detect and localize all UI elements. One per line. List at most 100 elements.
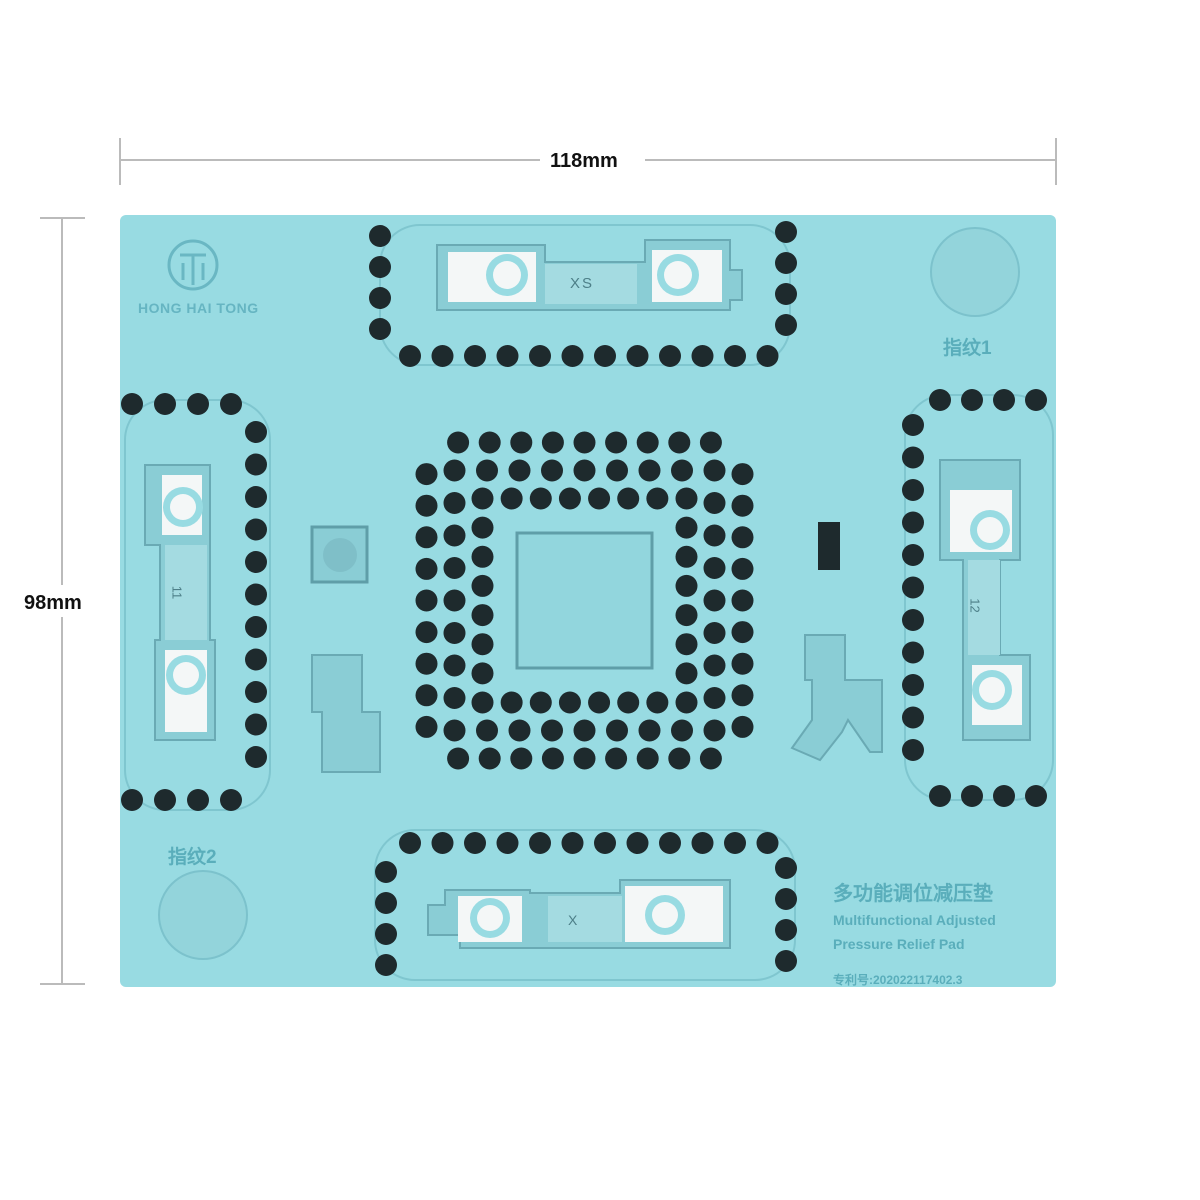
pressure-hole: [573, 719, 596, 742]
pressure-hole: [471, 604, 494, 627]
pressure-hole: [703, 459, 726, 482]
pressure-hole: [605, 431, 628, 454]
pressure-hole: [476, 719, 498, 742]
pressure-hole: [375, 861, 397, 883]
pressure-hole: [529, 345, 551, 367]
pressure-hole: [731, 494, 754, 517]
pressure-hole: [1025, 785, 1047, 807]
pressure-hole: [703, 687, 726, 709]
pressure-hole: [541, 719, 563, 742]
pressure-hole: [606, 459, 628, 482]
x-slot: [427, 879, 731, 949]
pressure-hole: [775, 221, 797, 243]
pressure-hole: [375, 892, 397, 914]
pressure-hole: [154, 789, 176, 811]
pressure-hole: [443, 492, 466, 514]
pressure-hole: [703, 524, 726, 547]
fingerprint-2-label: 指纹2: [168, 847, 217, 868]
l-shaped-recess: [311, 654, 381, 773]
pressure-hole-grid: [121, 221, 1047, 976]
pressure-hole: [671, 459, 693, 482]
pressure-hole: [500, 691, 523, 714]
pressure-hole: [415, 684, 438, 707]
pressure-hole: [415, 494, 438, 517]
pressure-hole: [558, 691, 581, 714]
height-dimension-label: 98mm: [24, 590, 82, 617]
pressure-hole: [220, 789, 242, 811]
pressure-hole: [775, 252, 797, 274]
pressure-hole: [775, 314, 797, 336]
pressure-hole: [431, 832, 454, 854]
pressure-hole: [375, 923, 397, 945]
pressure-hole: [375, 954, 397, 976]
hong-hai-tong-logo-icon: [167, 239, 219, 291]
width-dimension-label: 118mm: [546, 150, 622, 173]
pressure-hole: [443, 589, 466, 612]
brand-name: HONG HAI TONG: [138, 300, 259, 316]
pressure-hole: [675, 633, 698, 656]
pressure-hole: [415, 621, 438, 644]
pressure-hole: [703, 719, 726, 742]
pressure-hole: [245, 421, 267, 443]
pressure-hole: [929, 785, 951, 807]
pressure-hole: [496, 345, 519, 367]
pressure-hole: [691, 832, 714, 854]
pressure-hole: [443, 524, 466, 547]
pressure-hole: [529, 487, 552, 510]
pressure-hole: [703, 492, 726, 514]
pressure-hole: [369, 287, 391, 309]
pressure-hole: [369, 256, 391, 278]
small-square-recess: [310, 525, 369, 584]
pressure-hole: [464, 345, 486, 367]
pressure-hole: [691, 345, 714, 367]
pressure-hole: [415, 715, 438, 738]
pressure-hole: [731, 652, 754, 675]
pressure-hole: [775, 950, 797, 972]
pressure-hole: [496, 832, 519, 854]
pressure-hole: [605, 747, 628, 770]
pressure-hole: [775, 857, 797, 879]
slot-12: [939, 459, 1031, 741]
slot-11-label: 11: [169, 585, 185, 600]
pressure-hole: [478, 747, 501, 770]
pressure-hole: [724, 345, 746, 367]
pressure-hole: [415, 652, 438, 675]
pressure-hole: [476, 459, 498, 482]
pressure-hole: [775, 919, 797, 941]
pressure-hole: [902, 446, 924, 469]
pressure-hole: [993, 785, 1015, 807]
product-name-chinese: 多功能调位减压垫: [833, 883, 993, 905]
pressure-hole: [443, 622, 466, 644]
pressure-hole: [646, 691, 669, 714]
pressure-hole: [471, 633, 494, 656]
pressure-hole: [399, 832, 421, 854]
height-dimension-line: [40, 217, 85, 985]
pressure-hole: [121, 789, 143, 811]
pressure-hole: [703, 622, 726, 644]
pressure-hole: [573, 459, 596, 482]
fingerprint-1-recess: [930, 227, 1020, 317]
pressure-hole: [668, 431, 691, 454]
pressure-hole: [668, 747, 691, 770]
pressure-hole: [529, 691, 552, 714]
pressure-hole: [415, 557, 438, 580]
pressure-hole: [902, 706, 924, 729]
pressure-hole: [471, 545, 494, 568]
width-dimension-line: [119, 138, 1057, 185]
pressure-hole: [756, 345, 779, 367]
pressure-hole: [471, 574, 494, 597]
pressure-hole: [558, 487, 581, 510]
pressure-hole: [415, 526, 438, 549]
pressure-hole: [902, 674, 924, 696]
pressure-hole: [187, 789, 209, 811]
pressure-hole: [369, 225, 391, 247]
pressure-hole: [636, 747, 659, 770]
pressure-hole: [1025, 389, 1047, 411]
pressure-hole: [659, 832, 681, 854]
pressure-hole: [675, 604, 698, 627]
pressure-hole: [573, 747, 596, 770]
pressure-hole: [588, 487, 611, 510]
pressure-hole: [541, 431, 564, 454]
pressure-hole: [245, 453, 267, 476]
